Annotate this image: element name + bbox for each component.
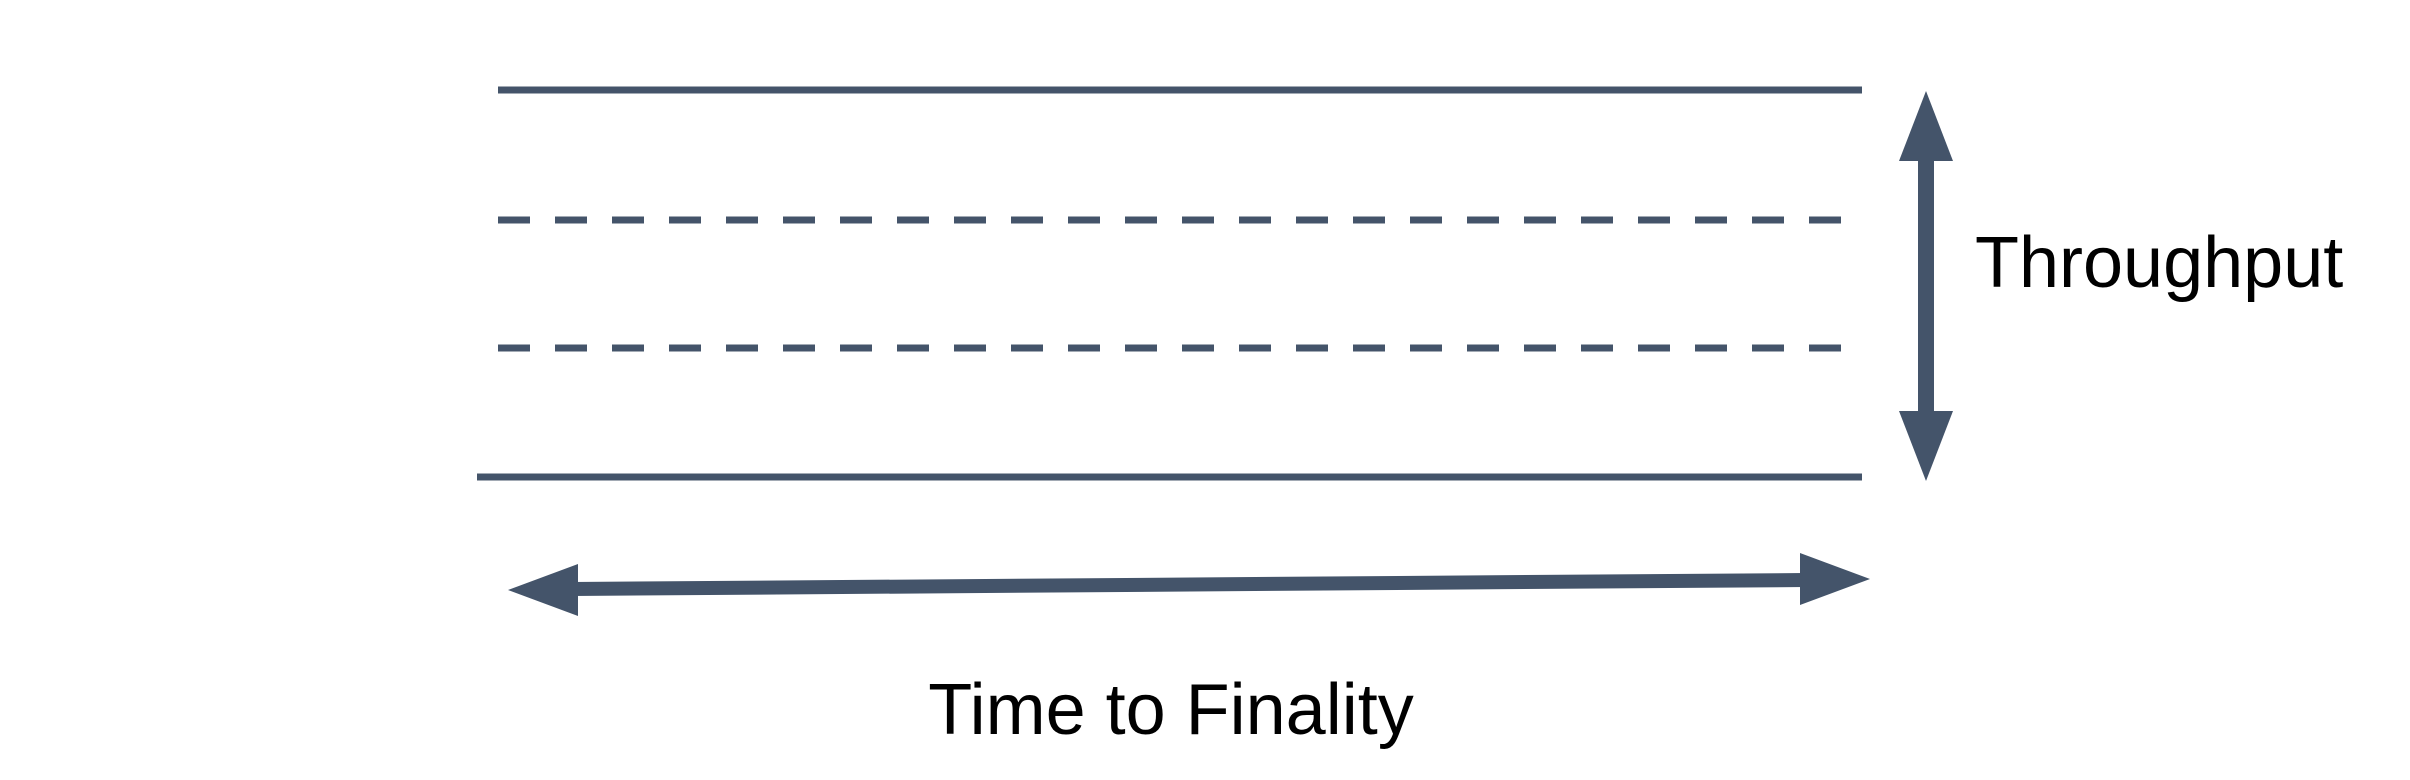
time-to-finality-double-arrow [508, 553, 1870, 616]
throughput-arrow-up-head-icon [1899, 91, 1953, 161]
time-to-finality-arrow-shaft [571, 573, 1807, 596]
time-to-finality-arrow-right-head-icon [1800, 553, 1870, 605]
throughput-arrow-down-head-icon [1899, 411, 1953, 481]
throughput-label: Throughput [1975, 223, 2343, 303]
time-to-finality-label: Time to Finality [928, 670, 1413, 750]
time-to-finality-arrow-left-head-icon [508, 564, 578, 616]
throughput-double-arrow [1899, 91, 1953, 481]
